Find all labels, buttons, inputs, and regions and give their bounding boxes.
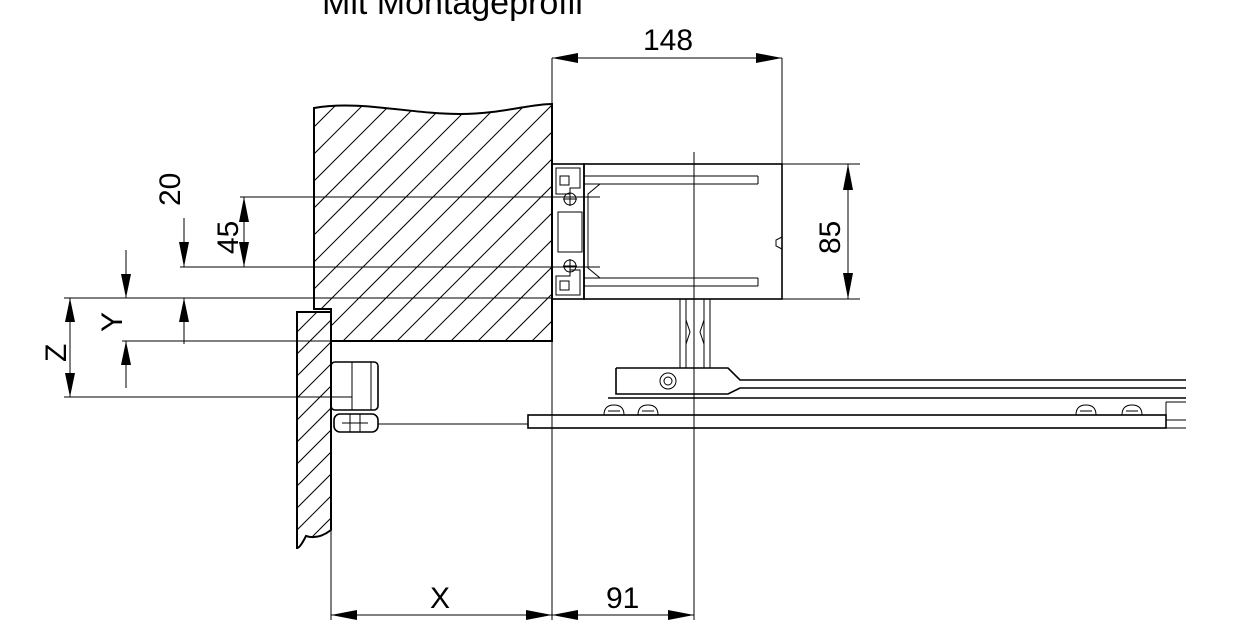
hatch-line (771, 100, 1016, 345)
hatch-line (519, 310, 759, 550)
hatch-line (297, 312, 331, 548)
dimension-148-label: 148 (643, 24, 693, 57)
hatch-line (297, 312, 331, 548)
hatch-line (343, 310, 583, 550)
dimension-45-label: 45 (212, 221, 245, 254)
hatch-line (431, 310, 671, 550)
hatch-line (297, 312, 331, 548)
hatch-line (297, 312, 298, 548)
hatch-line (446, 104, 552, 341)
hatch-line (387, 310, 627, 550)
hatch-line (473, 104, 552, 341)
hatch-line (297, 312, 331, 548)
hatch-line (419, 104, 552, 341)
hatch-line (314, 104, 369, 341)
hatch-line (392, 104, 552, 341)
dimension-85-label: 85 (814, 221, 847, 254)
arm-assembly (608, 367, 1186, 399)
dimension-20-label: 20 (154, 173, 187, 206)
hatch-line (297, 312, 331, 548)
hatch-line (314, 104, 504, 341)
hatch-line (497, 310, 737, 550)
hatch-line (563, 310, 803, 550)
center-lines (330, 58, 783, 620)
dimension-91: 91 (552, 582, 694, 620)
slide-rail (378, 401, 1186, 429)
mounting-profile (551, 163, 585, 300)
hatch-line (297, 312, 331, 548)
extension-lines (64, 163, 860, 398)
hatch-line (744, 100, 989, 345)
dimension-148: 148 (552, 24, 782, 63)
dimension-x-label: X (430, 582, 450, 615)
hatch-line (314, 104, 531, 341)
hatch-line (500, 104, 552, 341)
door-bracket (330, 361, 379, 433)
dimension-x: X (331, 582, 552, 620)
hatch-line (365, 310, 605, 550)
hatch-line (527, 104, 552, 341)
hatch-line (409, 310, 649, 550)
hatch-line (475, 310, 715, 550)
drawing-title: Mit Montageprofil (322, 0, 583, 22)
hatch-line (297, 312, 331, 548)
hatch-line (314, 104, 450, 341)
hatch-line (338, 104, 552, 341)
hatch-line (320, 312, 331, 548)
hatch-line (314, 104, 396, 341)
hatch-line (314, 104, 552, 341)
hatch-line (663, 100, 908, 345)
drive-shaft (679, 299, 711, 368)
hatch-line (453, 310, 693, 550)
dimension-z-label: Z (40, 344, 73, 362)
hatch-line (690, 100, 935, 345)
hatch-line (541, 310, 781, 550)
operator-housing (583, 163, 783, 300)
dimension-20: 20 (154, 173, 189, 344)
hatch-line (297, 312, 320, 548)
dimension-91-label: 91 (606, 582, 639, 615)
dimension-z: Z (40, 298, 75, 397)
dimension-y: Y (96, 250, 131, 388)
hatch-line (297, 312, 331, 548)
hatch-line (314, 104, 423, 341)
door-frame-section (296, 310, 803, 550)
dimension-85: 85 (814, 164, 853, 299)
hatch-line (314, 104, 315, 341)
hatch-line (555, 100, 800, 345)
hatch-line (365, 104, 552, 341)
dimension-45: 45 (212, 197, 249, 267)
hatch-line (314, 104, 477, 341)
dimension-y-label: Y (96, 312, 129, 332)
